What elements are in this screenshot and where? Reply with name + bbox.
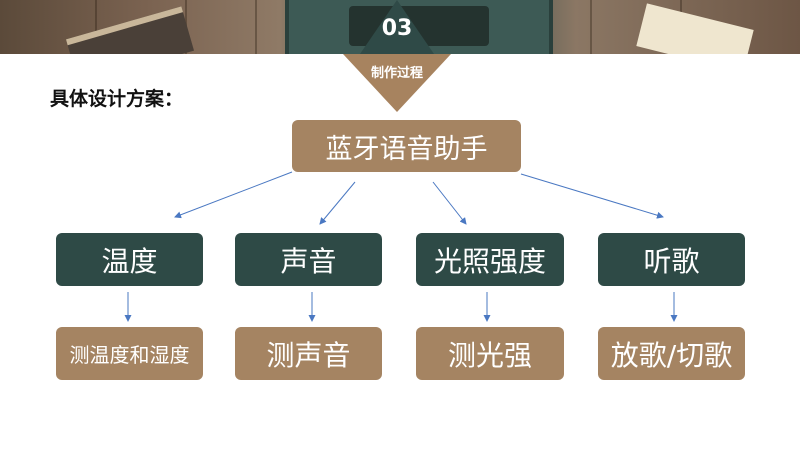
section-number: 03 (381, 16, 413, 41)
leaf-node-light: 测光强 (416, 327, 564, 380)
branch-node-temperature: 温度 (56, 233, 203, 286)
leaf-node-sound: 测声音 (235, 327, 382, 380)
branch-node-music: 听歌 (598, 233, 745, 286)
wood-plank-line (590, 0, 592, 54)
arrow-root-to-branch-1 (174, 171, 293, 219)
wood-plank-line (255, 0, 257, 54)
wood-plank-line (95, 0, 97, 54)
leaf-node-temperature: 测温度和湿度 (56, 327, 203, 380)
section-title: 制作过程 (370, 66, 423, 81)
leaf-node-music: 放歌/切歌 (598, 327, 745, 380)
section-title-badge (343, 54, 451, 112)
root-node: 蓝牙语音助手 (292, 120, 521, 172)
arrow-root-to-branch-4 (520, 173, 664, 219)
arrow-root-to-branch-2 (319, 181, 356, 225)
branch-node-sound: 声音 (235, 233, 382, 286)
arrow-root-to-branch-3 (432, 181, 467, 225)
section-number-badge (360, 0, 434, 54)
page-heading: 具体设计方案： (50, 88, 184, 110)
branch-node-light: 光照强度 (416, 233, 564, 286)
